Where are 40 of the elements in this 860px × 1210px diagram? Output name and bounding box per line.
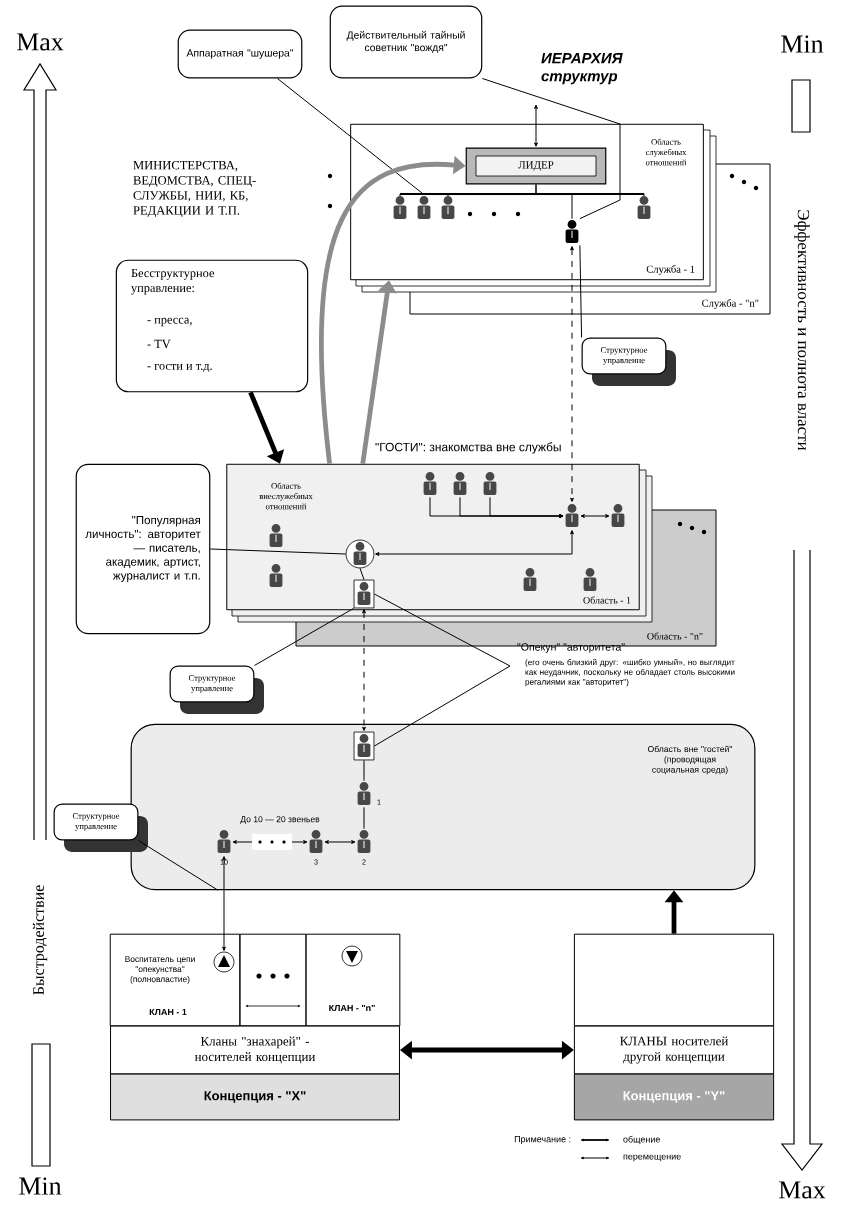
table-cell xyxy=(573,933,775,1027)
connector-line xyxy=(359,567,365,581)
person-icon xyxy=(483,472,497,495)
person-icon xyxy=(565,220,579,243)
person-icon xyxy=(423,472,437,495)
leader-line xyxy=(137,840,219,891)
arrow xyxy=(570,246,574,502)
connector-line xyxy=(373,665,511,747)
connector-line xyxy=(363,759,365,782)
person-icon xyxy=(345,539,375,569)
circle-symbol xyxy=(213,951,235,973)
page-label: Min xyxy=(19,1177,62,1195)
arrow xyxy=(375,530,574,556)
leader-line xyxy=(276,78,425,196)
person-icon xyxy=(611,504,625,527)
leader-line xyxy=(253,607,355,666)
person-icon xyxy=(353,579,375,609)
arrow xyxy=(222,856,226,951)
page-label: Max xyxy=(779,1181,826,1199)
arrow xyxy=(534,104,538,147)
axis-label: Эффективность и полнота власти xyxy=(794,210,810,451)
circle-symbol xyxy=(341,945,363,967)
person-icon xyxy=(353,731,375,761)
arrow xyxy=(324,840,356,844)
person-icon xyxy=(453,472,467,495)
arrow xyxy=(489,496,564,518)
arrow xyxy=(362,609,366,731)
connector-line xyxy=(535,184,573,220)
person-icon xyxy=(417,196,431,219)
leader-line xyxy=(481,77,621,220)
connector-line xyxy=(373,593,511,667)
leader-line xyxy=(209,548,347,555)
arrow xyxy=(580,514,610,518)
connector-line xyxy=(363,806,365,830)
table-cell xyxy=(239,933,307,1027)
page-label: Min xyxy=(781,35,824,53)
arrow xyxy=(232,840,308,844)
person-icon xyxy=(565,504,579,527)
page-label: Max xyxy=(17,33,64,51)
leader-line xyxy=(579,244,583,338)
